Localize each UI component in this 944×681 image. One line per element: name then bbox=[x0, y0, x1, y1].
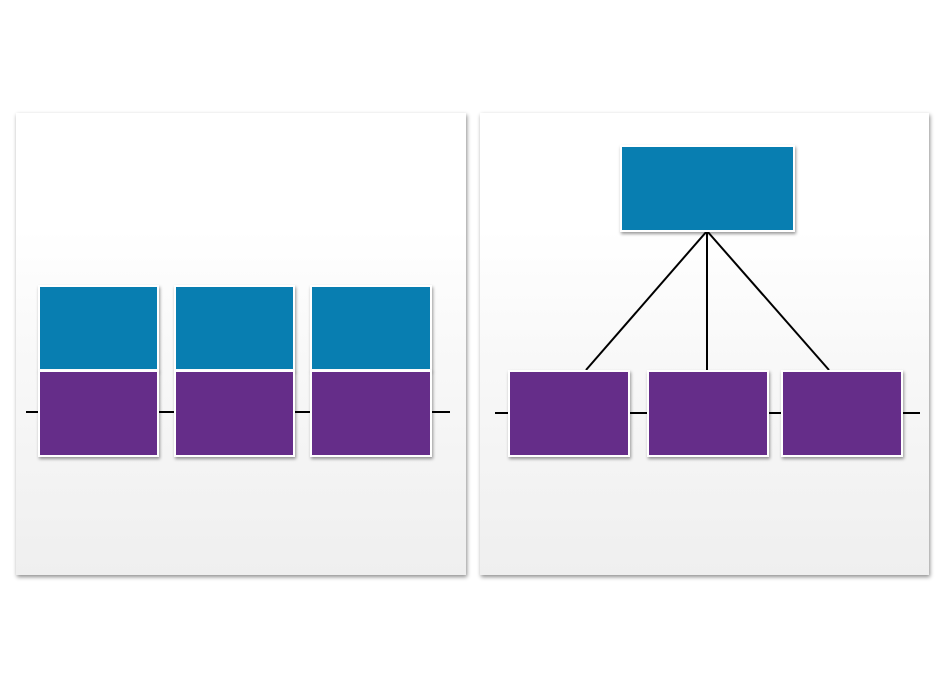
left-top-box-1 bbox=[38, 285, 159, 371]
left-bottom-box-2 bbox=[174, 370, 295, 457]
connector-right bbox=[706, 230, 830, 371]
left-bottom-box-1 bbox=[38, 370, 159, 457]
right-child-box-2 bbox=[647, 370, 769, 457]
right-child-box-1 bbox=[508, 370, 630, 457]
left-top-box-3 bbox=[310, 285, 432, 371]
right-parent-box bbox=[620, 145, 795, 232]
right-child-box-3 bbox=[781, 370, 903, 457]
left-bottom-box-3 bbox=[310, 370, 432, 457]
left-top-box-2 bbox=[174, 285, 295, 371]
connector-left bbox=[585, 230, 708, 371]
